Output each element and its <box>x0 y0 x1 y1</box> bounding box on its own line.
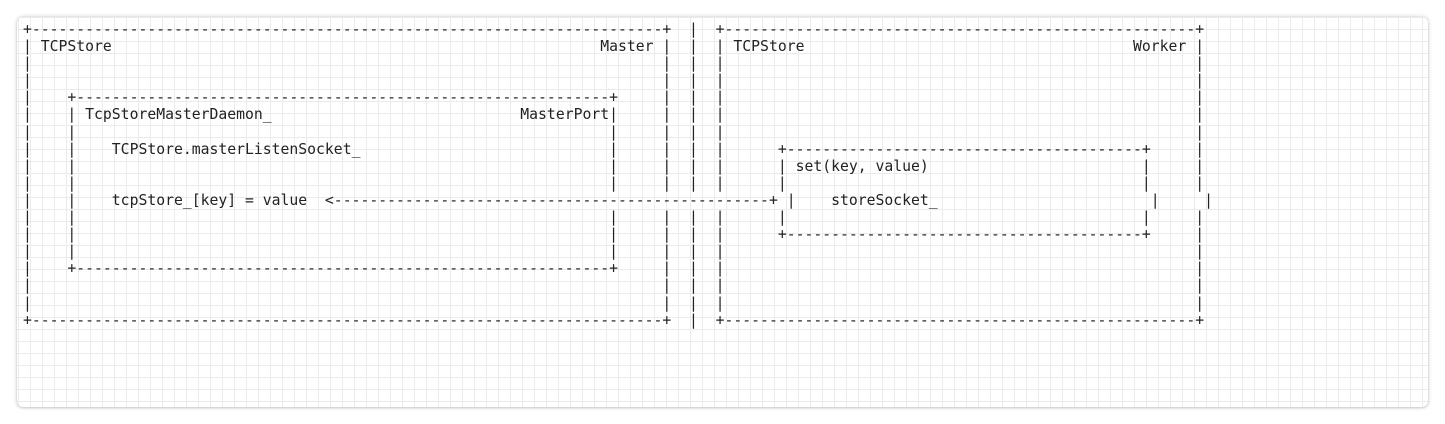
diagram-line: | | | | | <box>23 277 1205 295</box>
diagram-line: | | | | | | | | | <box>23 209 1205 227</box>
ascii-diagram: +---------------------------------------… <box>23 21 1213 329</box>
diagram-line: | | | | | | | <box>23 243 1205 261</box>
diagram-line: | +-------------------------------------… <box>23 89 1205 107</box>
diagram-line: | | | | | <box>23 72 1205 90</box>
diagram-line: | | | | | | | set(key, value) | | <box>23 157 1205 175</box>
diagram-line: | | | | | | | | | <box>23 174 1205 192</box>
diagram-line: | | | | | | +---------------------------… <box>23 226 1205 244</box>
diagram-line: | | | | | <box>23 55 1205 73</box>
diagram-line: | | | | | <box>23 294 1205 312</box>
diagram-line: +---------------------------------------… <box>23 311 1205 329</box>
diagram-line: | TCPStore Master | | | TCPStore Worker … <box>23 38 1205 56</box>
diagram-line: | | | | | | | <box>23 123 1205 141</box>
diagram-line: | | tcpStore_[key] = value <------------… <box>23 191 1213 209</box>
diagram-line: +---------------------------------------… <box>23 21 1205 38</box>
diagram-canvas: +---------------------------------------… <box>17 17 1428 407</box>
diagram-line: | | TCPStore.masterListenSocket_ | | | |… <box>23 140 1205 158</box>
diagram-line: | +-------------------------------------… <box>23 260 1205 278</box>
diagram-line: | | TcpStoreMasterDaemon_ MasterPort| | … <box>23 106 1205 124</box>
